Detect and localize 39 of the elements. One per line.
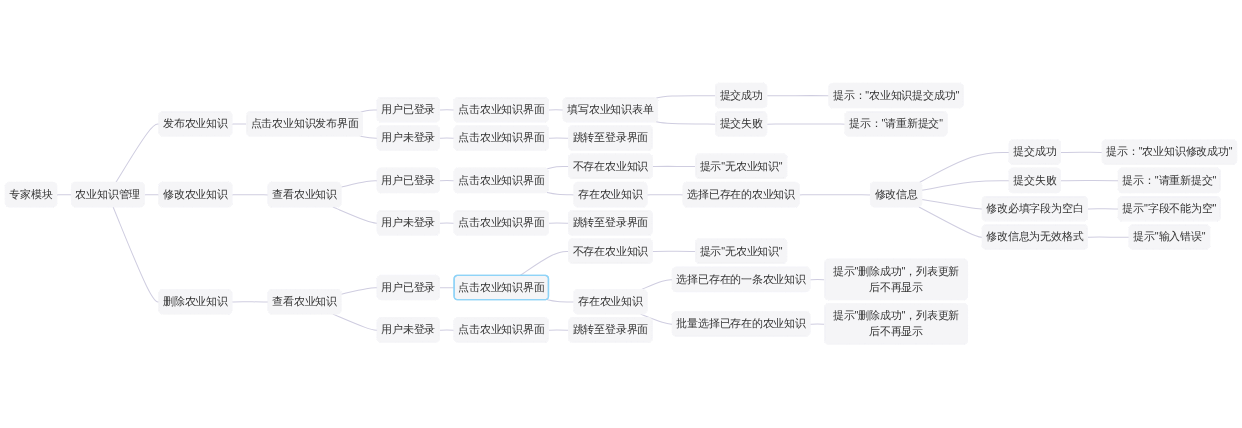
connector [112,206,160,303]
connector [809,323,826,325]
connector [640,313,674,325]
connector [231,194,269,196]
connector [439,222,455,224]
connector [439,329,455,332]
connector [921,199,984,210]
connector [115,123,160,184]
connector [1060,180,1120,182]
connector [546,299,575,303]
connector [918,152,1011,184]
connector [359,109,379,113]
connector [548,137,570,140]
connector [918,206,984,239]
connector [332,206,379,224]
connector [519,251,570,277]
connector [439,109,455,111]
connector [231,301,269,303]
connector [340,287,379,295]
connector [1087,208,1120,210]
connector [548,109,565,111]
connector [646,194,685,196]
connector [766,95,830,97]
connector [655,95,717,99]
connector [652,251,697,253]
connector [546,166,570,170]
connector [655,121,717,125]
connector [359,135,379,140]
connector [921,180,1011,192]
connector [439,137,455,140]
connector [546,192,575,196]
connector [340,180,379,188]
connector [652,166,697,168]
connector [1060,151,1104,154]
connector [56,194,73,196]
connector [548,329,570,332]
connector [1087,236,1131,239]
connector [548,222,570,224]
connector [798,194,872,196]
